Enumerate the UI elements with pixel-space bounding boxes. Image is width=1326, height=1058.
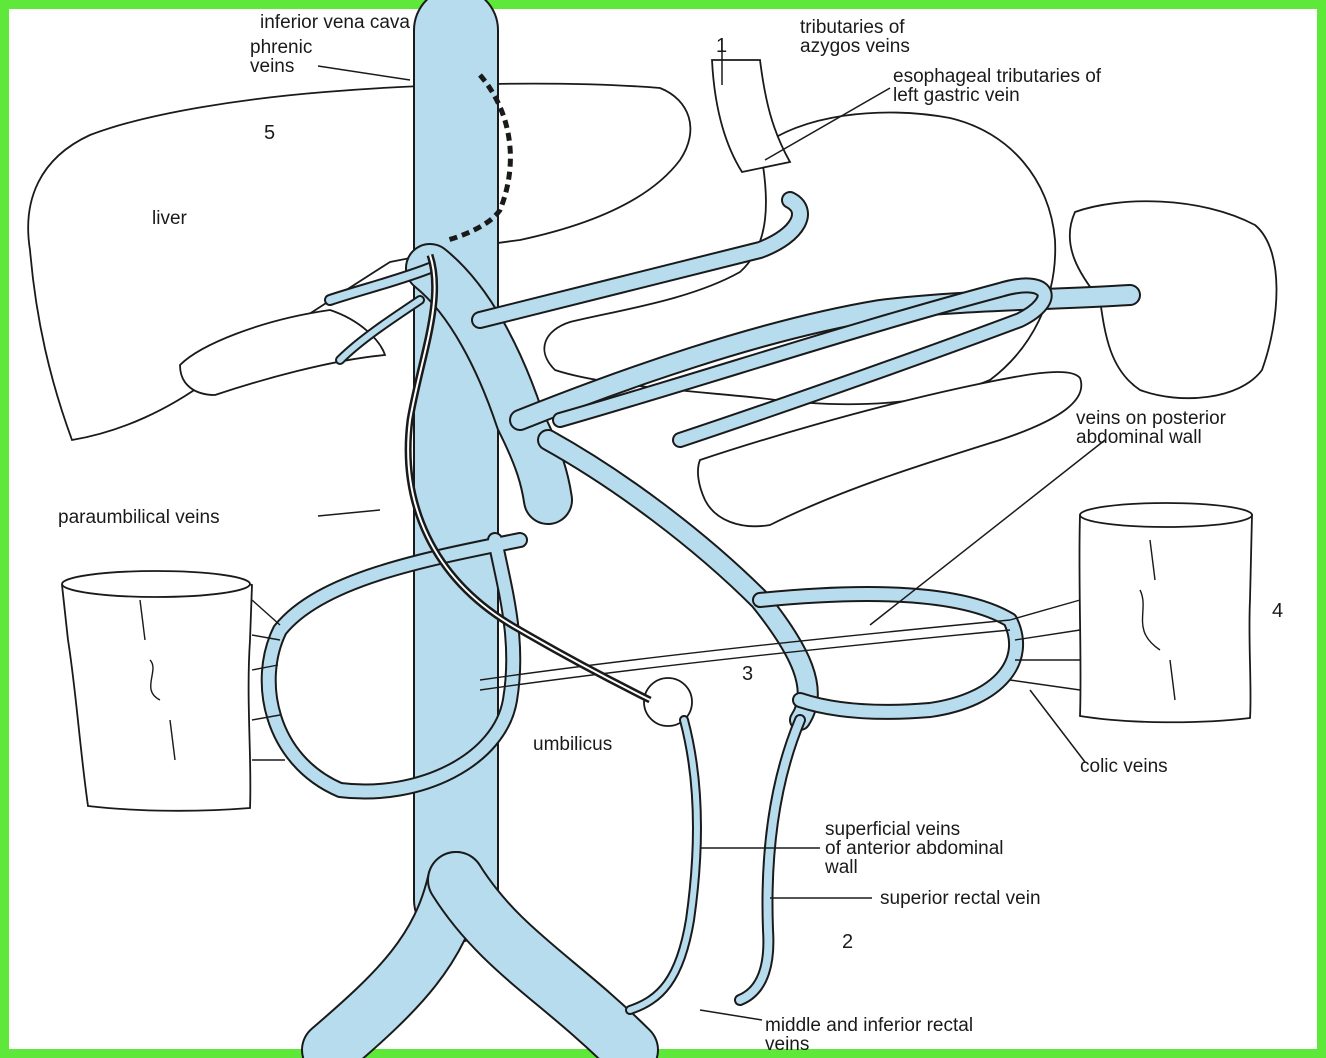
label-paraumbilical-veins: paraumbilical veins <box>58 507 220 528</box>
superior-rectal-vessel <box>740 720 800 1000</box>
number-4: 4 <box>1272 600 1283 622</box>
number-5: 5 <box>264 122 275 144</box>
label-superficial-line2: of anterior abdominal <box>825 838 1004 859</box>
label-superficial-line3: wall <box>824 857 858 878</box>
label-rectal-line2: veins <box>765 1034 809 1055</box>
ascending-colon-opening <box>62 571 250 597</box>
label-tributaries-azygos-line1: tributaries of <box>800 17 905 38</box>
label-liver: liver <box>152 208 188 229</box>
label-tributaries-azygos-line2: azygos veins <box>800 36 910 57</box>
label-superficial-line1: superficial veins <box>825 819 960 840</box>
label-superior-rectal-vein: superior rectal vein <box>880 888 1041 909</box>
label-rectal-line1: middle and inferior rectal <box>765 1015 973 1036</box>
label-umbilicus: umbilicus <box>533 734 612 755</box>
ascending-colon <box>62 575 252 811</box>
esophagus <box>712 60 790 172</box>
iliac-veins <box>330 880 630 1050</box>
label-esophageal-line1: esophageal tributaries of <box>893 66 1102 87</box>
label-colic-veins: colic veins <box>1080 756 1168 777</box>
label-posterior-wall-line2: abdominal wall <box>1076 427 1202 448</box>
number-3: 3 <box>742 663 753 685</box>
label-posterior-wall-line1: veins on posterior <box>1076 408 1227 429</box>
label-esophageal-line2: left gastric vein <box>893 85 1020 106</box>
descending-colon-opening <box>1080 503 1252 527</box>
number-1: 1 <box>716 35 727 57</box>
superficial-abdominal-vein <box>630 720 697 1010</box>
number-2: 2 <box>842 931 853 953</box>
descending-colon <box>1079 508 1252 723</box>
label-phrenic-veins-line2: veins <box>250 56 294 77</box>
label-phrenic-veins-line1: phrenic <box>250 37 312 58</box>
label-inferior-vena-cava: inferior vena cava <box>260 12 410 33</box>
